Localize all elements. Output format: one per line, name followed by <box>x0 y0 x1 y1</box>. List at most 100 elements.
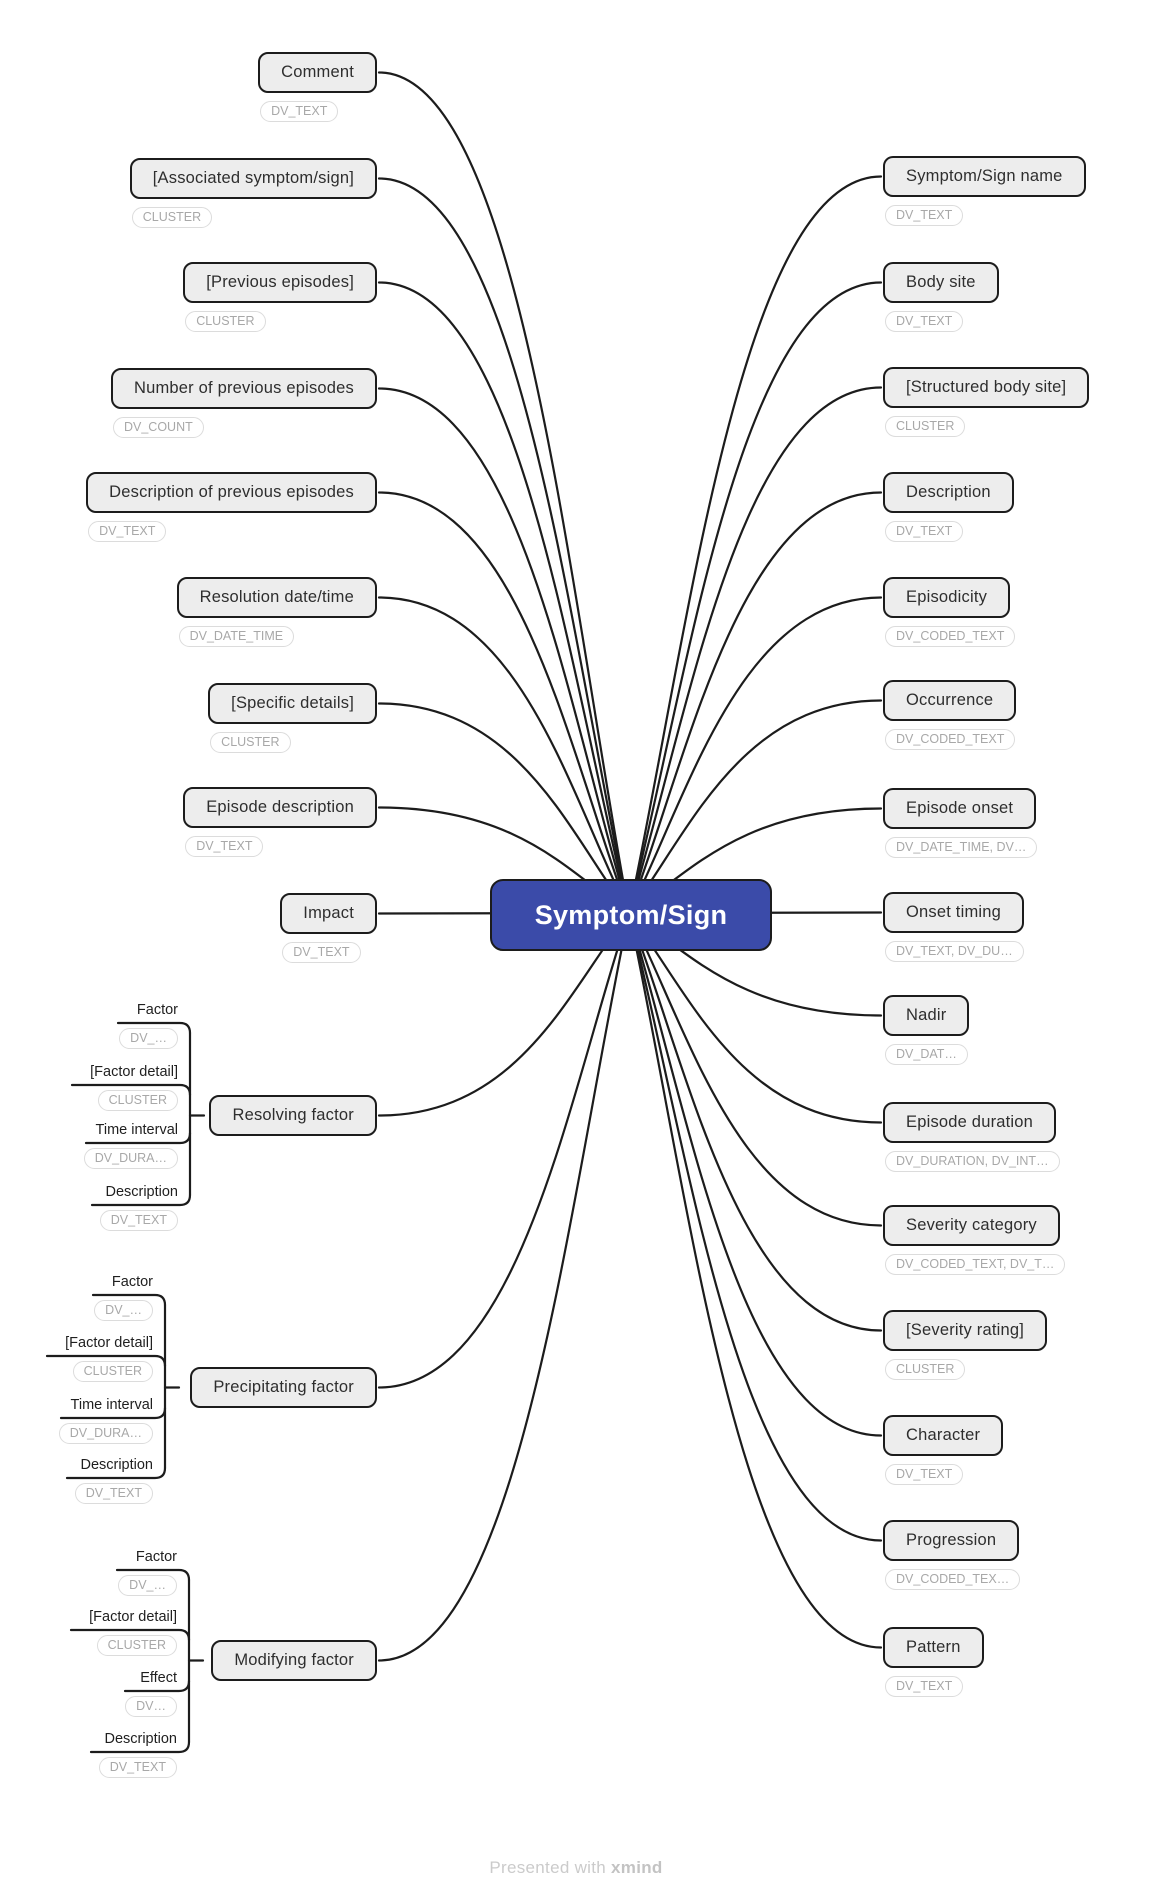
type-badge: DV_DATE_TIME <box>178 626 295 647</box>
topic-time-interval[interactable]: Time interval <box>70 1397 153 1413</box>
connector-line <box>377 491 631 915</box>
type-badge: CLUSTER <box>131 207 213 228</box>
topic-structured-body-site[interactable]: [Structured body site] <box>883 367 1090 408</box>
connector-line <box>627 911 883 1649</box>
topic-effect[interactable]: Effect <box>140 1670 177 1686</box>
left-branch-group: [Previous episodes] CLUSTER <box>183 262 377 332</box>
topic-symptom-sign-name[interactable]: Symptom/Sign name <box>883 156 1086 197</box>
right-branch-group: [Structured body site] CLUSTER <box>883 367 1090 437</box>
topic-number-of-previous-episodes[interactable]: Number of previous episodes <box>110 368 377 409</box>
connector-line <box>89 1740 191 1754</box>
type-badge: DV_TEXT <box>74 1483 153 1504</box>
connector-line <box>377 387 631 915</box>
topic-impact[interactable]: Impact <box>280 893 377 934</box>
topic-episodicity[interactable]: Episodicity <box>883 577 1011 618</box>
type-badge: CLUSTER <box>210 732 291 753</box>
topic-resolving-factor[interactable]: Resolving factor <box>209 1095 377 1136</box>
connector-line <box>59 1406 167 1420</box>
topic-description[interactable]: Description <box>105 1184 178 1200</box>
topic-body-site[interactable]: Body site <box>883 262 999 303</box>
topic-severity-category[interactable]: Severity category <box>883 1205 1060 1246</box>
watermark-brand: xmind <box>611 1858 663 1877</box>
type-badge: CLUSTER <box>96 1635 177 1656</box>
type-badge: CLUSTER <box>885 416 966 437</box>
type-badge: DV_… <box>119 1028 178 1049</box>
connector-line <box>84 1131 192 1145</box>
topic-character[interactable]: Character <box>883 1415 1004 1456</box>
type-badge: DV_TEXT <box>282 942 361 963</box>
type-badge: DV_TEXT <box>260 101 339 122</box>
type-badge: DV_TEXT <box>885 1676 964 1697</box>
left-branch-group: Resolving factor <box>209 1095 377 1136</box>
topic-occurrence[interactable]: Occurrence <box>883 680 1017 721</box>
topic-comment[interactable]: Comment <box>258 52 377 93</box>
connector-line <box>377 177 631 915</box>
topic-episode-duration[interactable]: Episode duration <box>883 1102 1057 1143</box>
topic-associated-symptom-sign[interactable]: [Associated symptom/sign] <box>129 158 377 199</box>
topic-modifying-factor[interactable]: Modifying factor <box>211 1640 377 1681</box>
topic-episode-description[interactable]: Episode description <box>183 787 377 828</box>
type-badge: DV_DATE_TIME, DV… <box>885 837 1038 858</box>
factor-subtopic-group: [Factor detail] CLUSTER <box>89 1608 177 1656</box>
topic-pattern[interactable]: Pattern <box>883 1627 984 1668</box>
topic-description[interactable]: Description <box>883 472 1014 513</box>
connector-line <box>70 1083 192 1097</box>
connector-line <box>627 911 883 1332</box>
topic-episode-onset[interactable]: Episode onset <box>883 788 1037 829</box>
topic-specific-details[interactable]: [Specific details] <box>208 683 377 724</box>
type-badge: DV_TEXT <box>885 311 964 332</box>
type-badge: DV_TEXT <box>185 836 264 857</box>
connector-line <box>123 1679 191 1693</box>
topic-description[interactable]: Description <box>80 1457 153 1473</box>
type-badge: DV_TEXT <box>88 521 167 542</box>
type-badge: CLUSTER <box>72 1361 153 1382</box>
connector-line <box>377 702 631 915</box>
left-branch-group: [Associated symptom/sign] CLUSTER <box>129 158 377 228</box>
factor-subtopic-group: [Factor detail] CLUSTER <box>65 1334 153 1382</box>
type-badge: CLUSTER <box>185 311 266 332</box>
topic-previous-episodes[interactable]: [Previous episodes] <box>183 262 377 303</box>
topic-factor-detail[interactable]: [Factor detail] <box>90 1064 178 1080</box>
topic-description-of-previous-episodes[interactable]: Description of previous episodes <box>86 472 377 513</box>
topic-precipitating-factor[interactable]: Precipitating factor <box>190 1367 377 1408</box>
topic-resolution-date-time[interactable]: Resolution date/time <box>176 577 377 618</box>
topic-nadir[interactable]: Nadir <box>883 995 970 1036</box>
left-branch-group: Precipitating factor <box>190 1367 377 1408</box>
topic-severity-rating[interactable]: [Severity rating] <box>883 1310 1048 1351</box>
topic-progression[interactable]: Progression <box>883 1520 1020 1561</box>
right-branch-group: [Severity rating]CLUSTER <box>883 1310 1048 1380</box>
topic-factor-detail[interactable]: [Factor detail] <box>65 1335 153 1351</box>
topic-description[interactable]: Description <box>104 1731 177 1747</box>
topic-factor-detail[interactable]: [Factor detail] <box>89 1609 177 1625</box>
connector-line <box>627 911 883 1227</box>
topic-onset-timing[interactable]: Onset timing <box>883 892 1025 933</box>
connector-line <box>377 911 631 1662</box>
topic-factor[interactable]: Factor <box>111 1274 153 1290</box>
connector-line <box>627 491 883 915</box>
connector-line <box>69 1628 191 1642</box>
connector-line <box>90 1193 192 1207</box>
type-badge: CLUSTER <box>97 1090 178 1111</box>
topic-factor[interactable]: Factor <box>136 1002 178 1018</box>
connector-line <box>627 596 883 915</box>
factor-subtopic-group: [Factor detail] CLUSTER <box>90 1063 178 1111</box>
connector-line <box>627 281 883 915</box>
topic-factor[interactable]: Factor <box>135 1549 177 1565</box>
type-badge: DV_DURA… <box>83 1148 178 1169</box>
topic-time-interval[interactable]: Time interval <box>95 1122 178 1138</box>
type-badge: DV_… <box>94 1300 153 1321</box>
central-topic[interactable]: Symptom/Sign <box>490 879 772 951</box>
